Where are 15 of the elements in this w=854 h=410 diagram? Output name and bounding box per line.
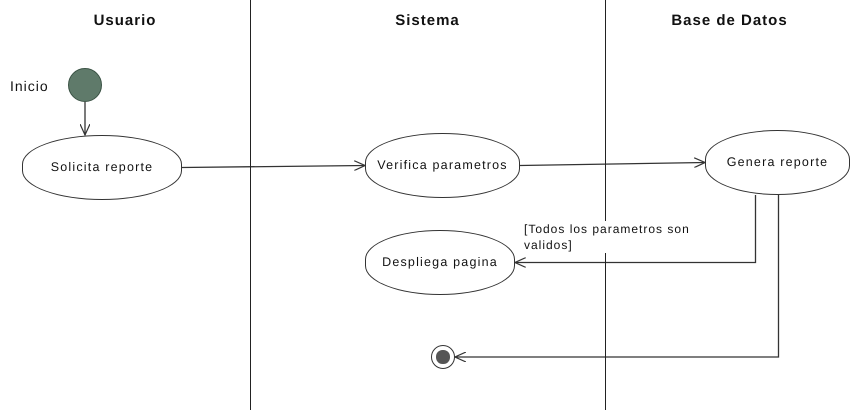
- end-node: [431, 345, 455, 369]
- arrow: [454, 195, 780, 363]
- arrow: [182, 160, 366, 172]
- lane-heading: Base de Datos: [670, 12, 789, 29]
- lane-heading: Usuario: [92, 12, 158, 29]
- node-caption: Inicio: [10, 78, 49, 94]
- activity-node: Genera reporte: [705, 130, 850, 195]
- start-node: [68, 68, 102, 102]
- activity-node: Solicita reporte: [22, 135, 182, 200]
- activity-node: Despliega pagina: [365, 230, 515, 295]
- lane-heading: Sistema: [394, 12, 461, 29]
- arrow: [514, 195, 756, 268]
- activity-node: Verifica parametros: [365, 133, 520, 198]
- arrow: [79, 102, 91, 136]
- arrow: [520, 157, 706, 168]
